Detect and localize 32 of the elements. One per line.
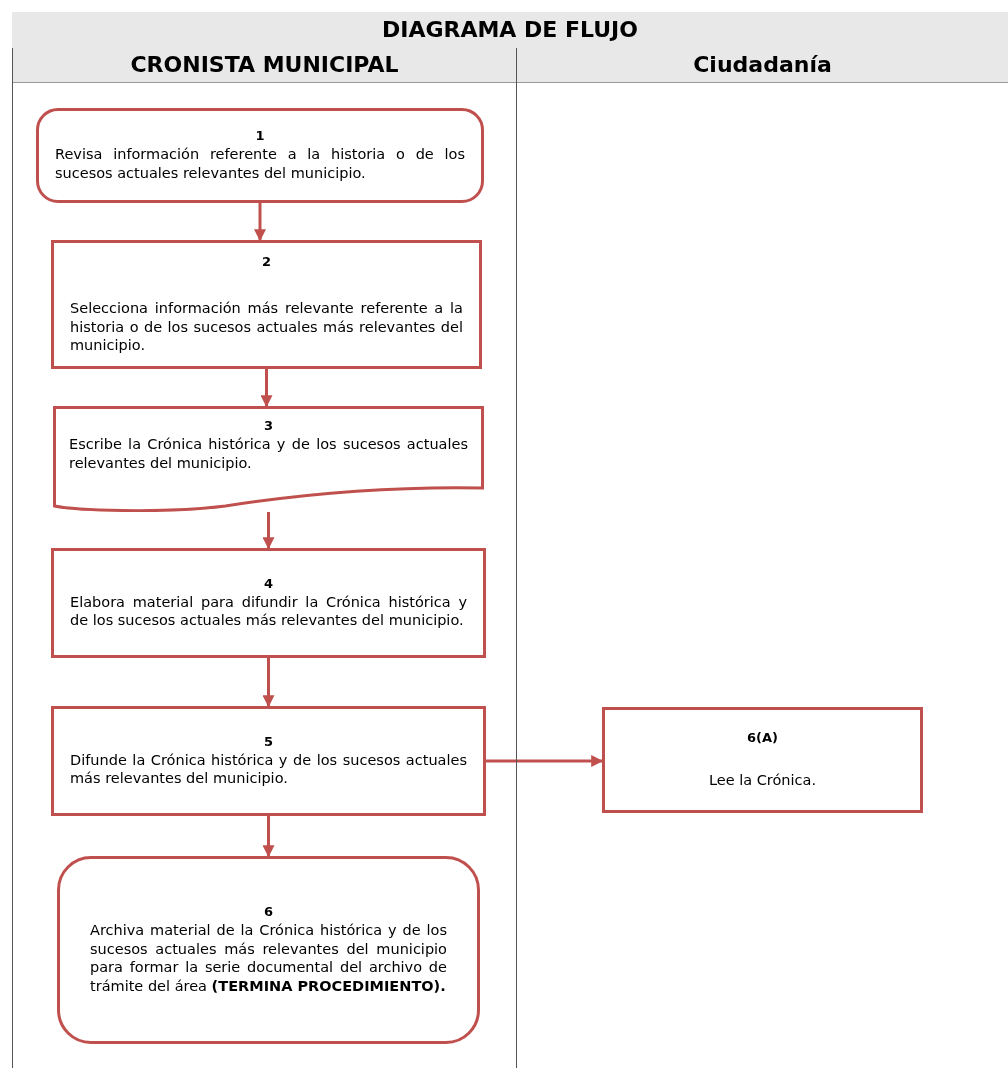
arrow [262,658,275,708]
process-box [51,548,486,658]
arrow [260,369,273,408]
lane-heading: CRONISTA MUNICIPAL [13,48,516,83]
arrow [262,816,275,858]
step-number: 6 [262,903,274,921]
step-number: 6(A) [746,730,779,747]
process-box [602,707,923,813]
step-number: 5 [262,733,274,751]
step-text: Selecciona información más relevante referente a la historia o de los sucesos actuales más relevantes del municipio. [70,298,463,356]
lane-heading: Ciudadanía [517,48,1008,83]
step-text: Revisa información referente a la historia o de los sucesos actuales relevantes del municipio. [55,145,465,183]
step-text: Difunde la Crónica histórica y de los sucesos actuales más relevantes del municipio. [70,750,467,789]
step-text: Lee la Crónica. [707,771,818,790]
step-text: Escribe la Crónica histórica y de los sucesos actuales relevantes del municipio. [69,434,468,473]
process-box [57,856,480,1044]
swimlane [12,48,516,1068]
arrow [486,755,604,767]
diagram-title: DIAGRAMA DE FLUJO [12,12,1008,48]
process-box [51,706,486,816]
step-text: Elabora material para difundir la Crónica histórica y de los sucesos actuales más relevantes del municipio. [70,592,467,631]
document-shape [53,406,484,512]
process-box [36,108,484,203]
swimlane [516,48,1008,1068]
step-number: 2 [260,253,272,271]
step-number: 1 [254,128,266,146]
step-number: 4 [262,575,274,593]
step-text: Archiva material de la Crónica histórica y de los sucesos actuales más relevantes del municipio para formar la serie documental del archivo de trámite del área (TERMINA PROCEDIMIENTO). [90,920,447,997]
process-box [51,240,482,369]
step-number: 3 [262,418,274,435]
arrow [262,512,275,550]
arrow [254,203,266,242]
